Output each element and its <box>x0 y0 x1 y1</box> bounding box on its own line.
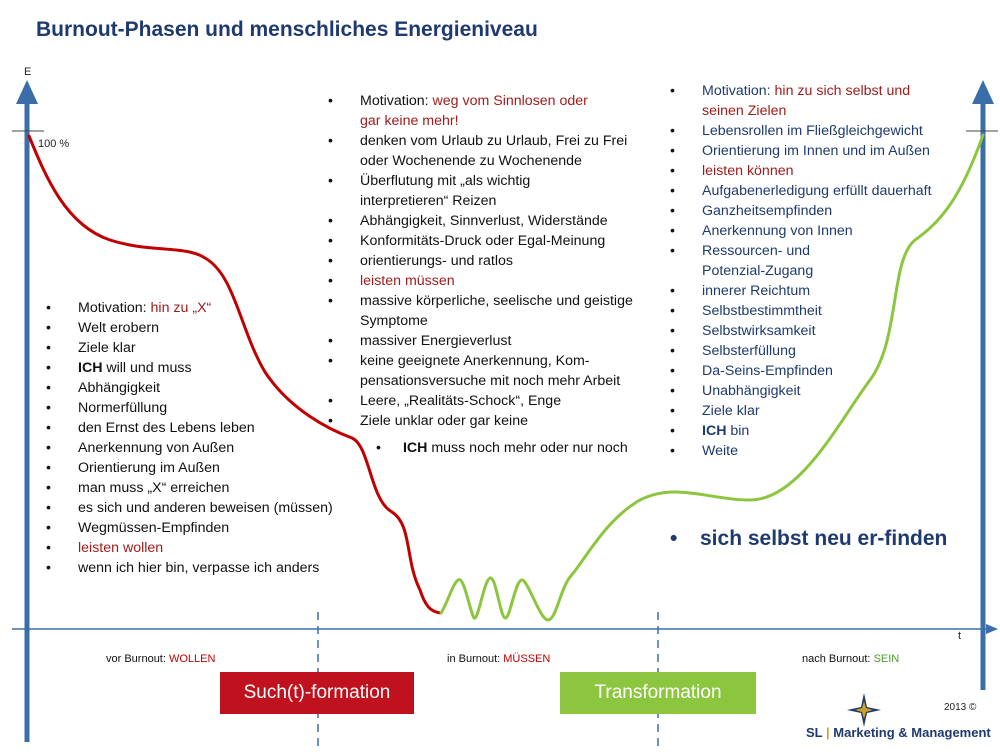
list-item: •Abhängigkeit <box>46 380 161 396</box>
y-axis-left-arrow <box>16 80 38 104</box>
list-item: •Unabhängigkeit <box>670 383 801 399</box>
list-item: •denken vom Urlaub zu Urlaub, Frei zu Fr… <box>328 133 628 169</box>
list-item: •massiver Energieverlust <box>328 333 512 349</box>
list-item: •Anerkennung von Innen <box>670 223 853 239</box>
list-item: •wenn ich hier bin, verpasse ich anders <box>46 560 320 576</box>
list-item: •Weite <box>670 443 739 459</box>
list-item: •Selbsterfüllung <box>670 343 796 359</box>
list-item: •Da-Seins-Empfinden <box>670 363 833 379</box>
company-logo-text: SL | Marketing & Management <box>806 725 991 740</box>
list-item: •Ziele klar <box>670 403 760 419</box>
page-title: Burnout-Phasen und menschliches Energien… <box>36 18 538 41</box>
x-axis-label: t <box>958 630 962 642</box>
list-item: •es sich und anderen beweisen (müssen) <box>46 500 333 516</box>
phase-label-before: vor Burnout: WOLLEN <box>106 653 216 665</box>
list-before-burnout: •Motivation: hin zu „X“ •Welt erobern •Z… <box>46 298 333 578</box>
list-item: •Normerfüllung <box>46 400 168 416</box>
list-item: •innerer Reichtum <box>670 283 811 299</box>
list-item: •Motivation: hin zu „X“ <box>46 300 212 316</box>
list-item: •Abhängigkeit, Sinnverlust, Widerstände <box>328 213 608 229</box>
x-axis-arrow <box>986 624 998 634</box>
list-item: •orientierungs- und ratlos <box>328 253 513 269</box>
compass-star-icon <box>847 693 881 727</box>
transformation-button[interactable]: Transformation <box>560 672 756 714</box>
list-item: •leisten wollen <box>46 540 164 556</box>
list-item: •Wegmüssen-Empfinden <box>46 520 230 536</box>
list-item: •Ziele unklar oder gar keine <box>328 413 528 429</box>
list-item: •Welt erobern <box>46 320 159 336</box>
phase-label-in: in Burnout: MÜSSEN <box>447 653 551 665</box>
list-item: •Ganzheitsempfinden <box>670 203 833 219</box>
list-item: •leisten können <box>670 163 794 179</box>
list-item: •keine geeignete Anerkennung, Kom-pensat… <box>328 353 621 389</box>
y-axis-label: E <box>24 66 32 78</box>
list-item: •massive körperliche, seelische und geis… <box>328 293 633 329</box>
list-item: •leisten müssen <box>328 273 455 289</box>
list-item: •Orientierung im Außen <box>46 460 220 476</box>
list-item: •den Ernst des Lebens leben <box>46 420 255 436</box>
headline-reinvent: •sich selbst neu er-finden <box>670 527 948 550</box>
energy-curve-red <box>27 134 443 615</box>
list-item: •man muss „X“ erreichen <box>46 480 230 496</box>
phase-label-after: nach Burnout: SEIN <box>802 653 900 665</box>
list-item-ich-muss: •ICH muss noch mehr oder nur noch <box>376 440 628 456</box>
list-item: •Lebensrollen im Fließgleichgewicht <box>670 123 923 139</box>
list-item: •ICH bin <box>670 423 750 439</box>
energy-curve-green <box>439 133 985 622</box>
suchtformation-button[interactable]: Such(t)-formation <box>220 672 414 714</box>
list-item: •ICH will und muss <box>46 360 192 376</box>
copyright-text: 2013 © <box>944 702 977 713</box>
list-item: •Orientierung im Innen und im Außen <box>670 143 930 159</box>
list-item: •Konformitäts-Druck oder Egal-Meinung <box>328 233 606 249</box>
list-item: •Leere, „Realitäts-Schock“, Enge <box>328 393 562 409</box>
list-item: •Selbstbestimmtheit <box>670 303 822 319</box>
list-item: •Anerkennung von Außen <box>46 440 235 456</box>
list-item: •Aufgabenerledigung erfüllt dauerhaft <box>670 183 932 199</box>
list-item: •Selbstwirksamkeit <box>670 323 816 339</box>
y-max-label: 100 % <box>38 138 70 150</box>
y-axis-right-arrow <box>972 80 994 104</box>
list-item: •Ziele klar <box>46 340 136 356</box>
